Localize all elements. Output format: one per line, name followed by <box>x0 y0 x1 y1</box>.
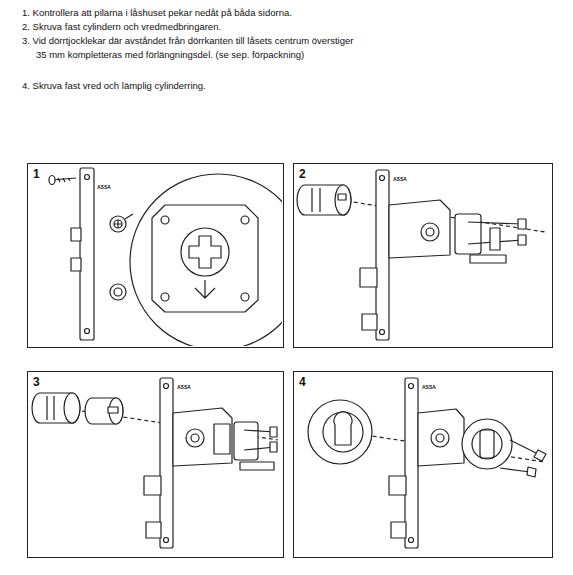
step-number: 3 <box>33 375 40 389</box>
panel-two-art <box>297 170 545 340</box>
step-panel: 3 <box>27 371 284 558</box>
step-number: 2 <box>299 167 306 181</box>
step-panel: 2 <box>293 163 553 348</box>
panel-one-art <box>49 168 306 350</box>
instruction-step: 1. Kontrollera att pilarna i låshuset pe… <box>22 6 356 20</box>
instruction-step: 4. Skruva fast vred och lämplig cylinder… <box>22 79 356 93</box>
step-panel: 4 <box>293 371 553 558</box>
instruction-step: 3. Vid dörrtjocklekar där avståndet från… <box>22 34 356 62</box>
step-number: 1 <box>33 167 40 181</box>
brand-mark: ASSA <box>176 384 192 390</box>
brand-mark: ASSA <box>421 384 437 390</box>
panel-three-art <box>32 378 278 548</box>
panel-four-art <box>308 378 546 548</box>
instruction-step: 2. Skruva fast cylindern och vredmedbrin… <box>22 20 356 34</box>
step-number: 4 <box>299 375 306 389</box>
step-panel: 1 <box>27 163 284 348</box>
brand-mark: ASSA <box>392 176 408 182</box>
brand-mark: ASSA <box>96 184 112 190</box>
